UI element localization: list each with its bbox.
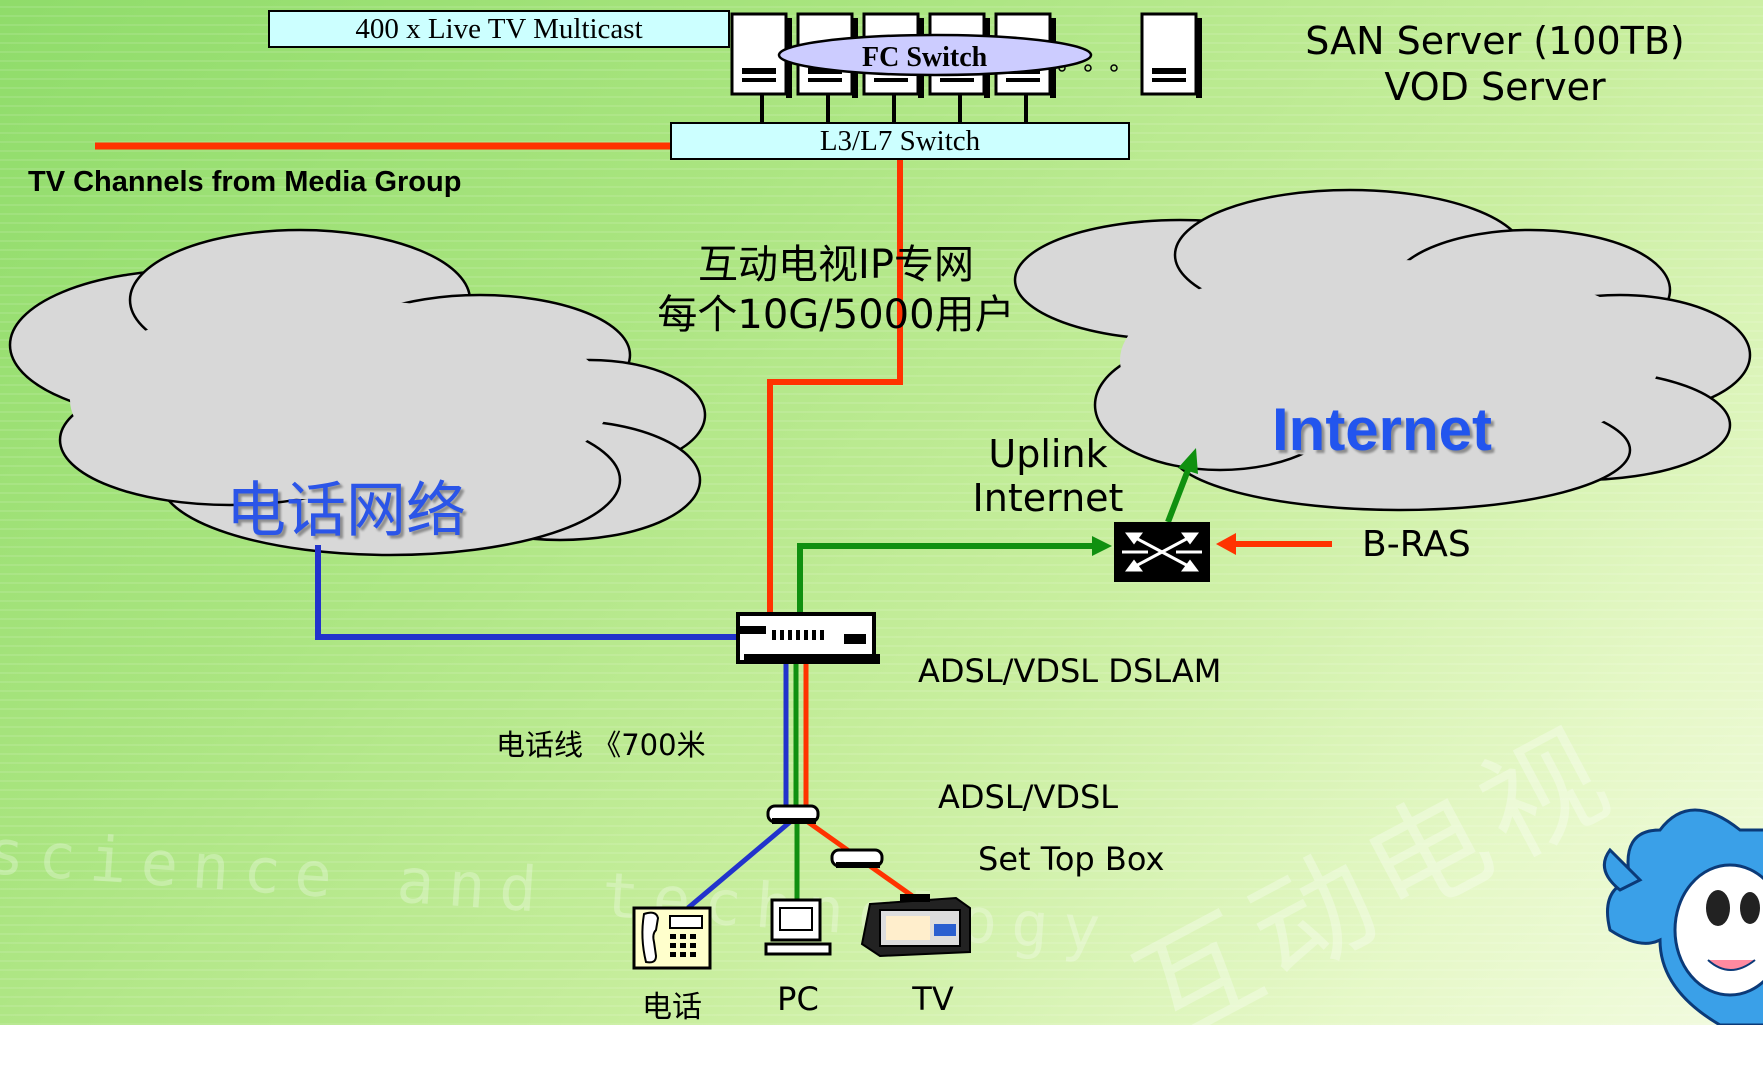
multicast-box: 400 x Live TV Multicast: [268, 10, 730, 48]
internet-label: Internet: [1272, 396, 1493, 463]
tv-device-label: TV: [912, 980, 954, 1018]
server-icon: [1140, 12, 1202, 98]
dslam-label: ADSL/VDSL DSLAM: [918, 652, 1222, 690]
l3l7-switch-box: L3/L7 Switch: [670, 122, 1130, 160]
uplink-internet-label: Uplink Internet: [973, 432, 1124, 520]
san-server-label: SAN Server (100TB) VOD Server: [1305, 18, 1684, 110]
fc-switch-label: FC Switch: [862, 42, 988, 73]
phone-network-label: 电话网络: [226, 476, 466, 546]
set-top-box-label: Set Top Box: [978, 840, 1165, 878]
bras-label: B-RAS: [1362, 524, 1471, 565]
tv-icon: [860, 894, 971, 958]
pc-icon: [764, 898, 832, 956]
mascot-icon: [1602, 808, 1763, 1025]
phone-network-cloud: [8, 228, 707, 557]
phone-line-label: 电话线 《700米: [496, 728, 706, 762]
dslam-icon: [736, 612, 880, 664]
modem-to-phone-line: [686, 820, 792, 910]
tv-ip-line: [767, 160, 903, 612]
bras-arrowhead: [1216, 533, 1236, 555]
ip-network-label: 互动电视IP专网 每个10G/5000用户: [657, 240, 1014, 340]
adsl-vdsl-label: ADSL/VDSL: [938, 778, 1119, 816]
diagram-graphics: [8, 12, 1763, 1025]
set-top-box-icon: [830, 848, 884, 868]
ip-network-line2: 每个10G/5000用户: [657, 292, 1015, 338]
internet-uplink-line: [797, 543, 1098, 612]
phone-network-line: [315, 545, 742, 640]
san-server-line1: SAN Server (100TB): [1305, 19, 1685, 63]
internet-arrowhead: [1178, 448, 1198, 474]
uplink-arrowhead: [1092, 536, 1112, 556]
telephone-icon: [632, 906, 712, 970]
switch-router-icon: [1114, 522, 1210, 582]
internet-cloud: [1013, 188, 1752, 512]
pc-device-label: PC: [777, 980, 819, 1018]
fc-switch-ellipse: [777, 33, 1093, 77]
router-to-internet-line: [1165, 468, 1191, 524]
tv-channels-label: TV Channels from Media Group: [28, 166, 462, 198]
phone-device-label: 电话: [642, 990, 702, 1025]
uplink-line1: Uplink: [988, 432, 1108, 476]
modem-icon: [766, 804, 820, 824]
uplink-line2: Internet: [972, 476, 1124, 520]
san-server-line2: VOD Server: [1384, 65, 1606, 109]
ip-network-line1: 互动电视IP专网: [698, 242, 974, 288]
